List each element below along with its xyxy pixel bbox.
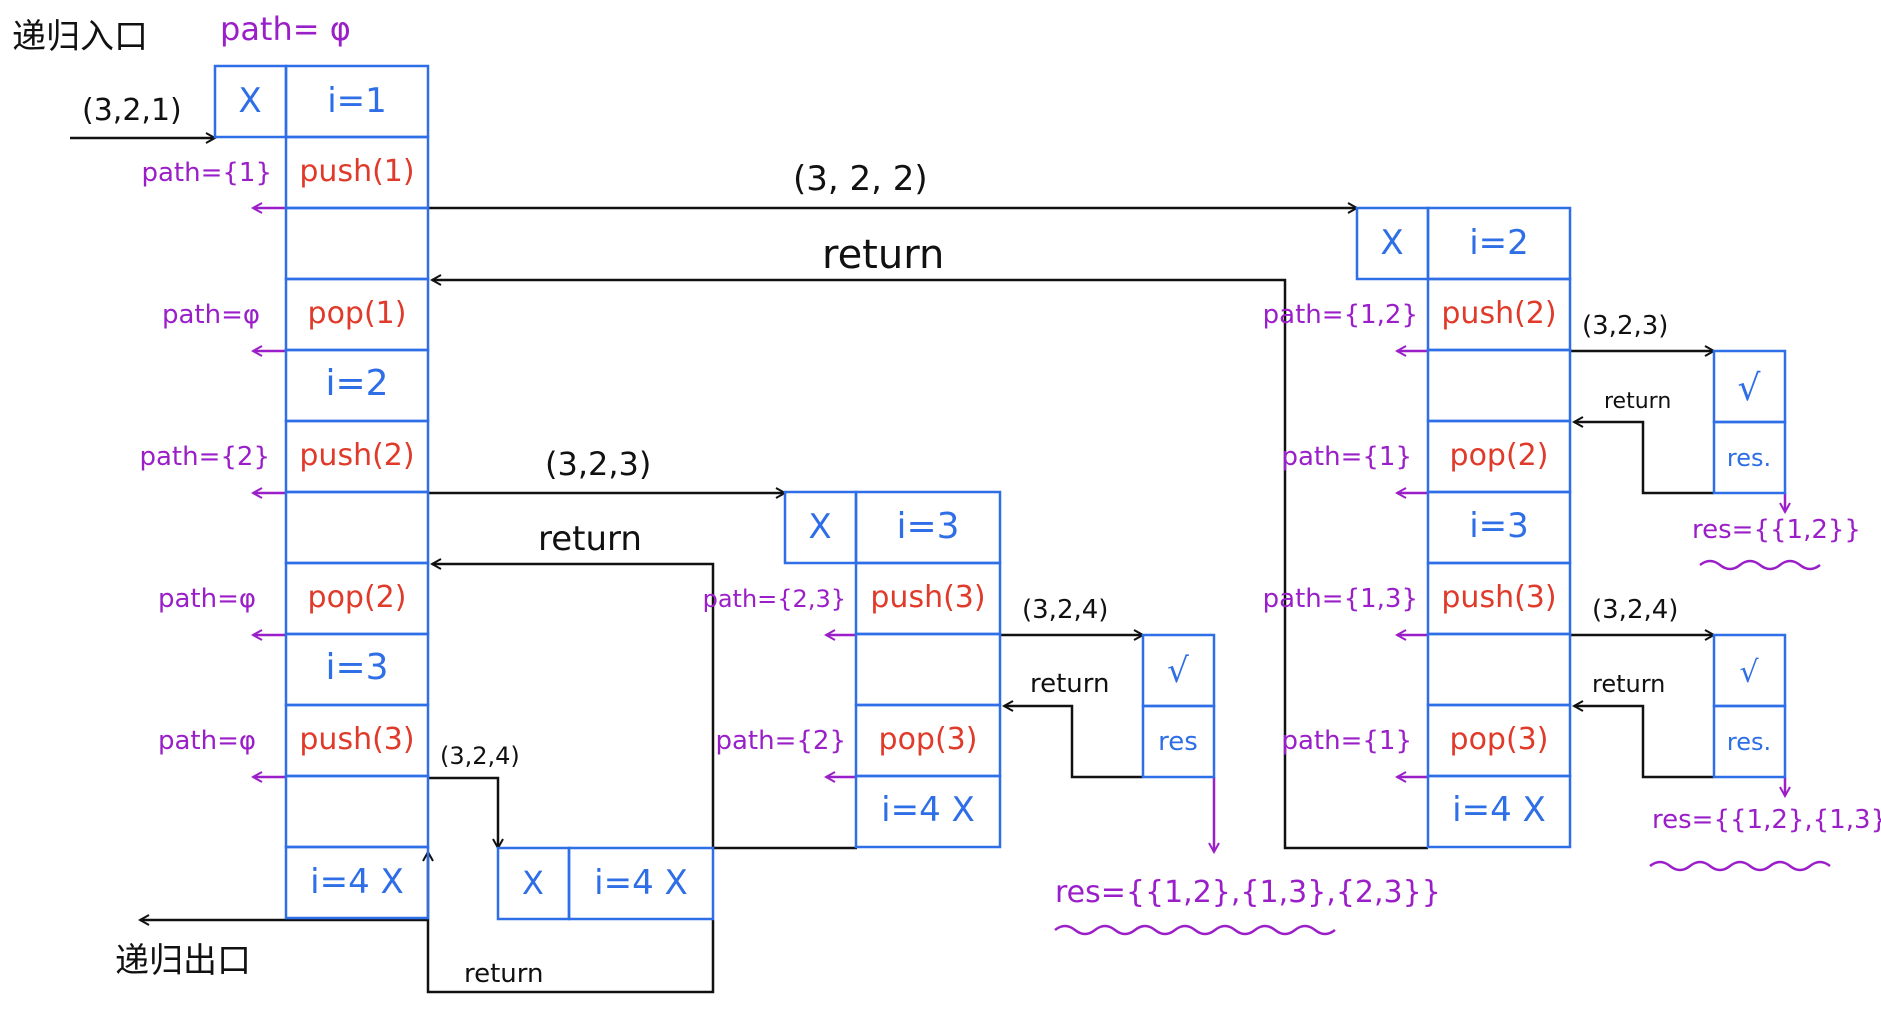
leaf-b-check: √ [1738, 368, 1761, 409]
return-arrow-124-from-122 [1574, 706, 1714, 779]
main-call-args: (3,2,1) [82, 93, 182, 128]
main-cell: pop(1) [308, 296, 407, 331]
f123-path-label: path={2} [715, 726, 846, 756]
f122-cell: i=4 X [1452, 790, 1546, 830]
return-arrow-123-from-122 [1574, 422, 1714, 495]
return-arrow-124-from-123 [1004, 706, 1143, 779]
exit-label: 递归出口 [115, 941, 251, 981]
leaf-c-check: √ [1739, 655, 1759, 690]
path-arrows [253, 208, 1831, 936]
main-path-label: path=φ [162, 300, 260, 330]
f122-path-label: path={1,2} [1263, 300, 1418, 330]
f123-header-mark: X [808, 507, 831, 547]
f124m-header-mark: X [522, 864, 544, 902]
f123-stack-cells [854, 561, 1002, 849]
leaf-a-call-args: (3,2,4) [1022, 595, 1108, 625]
leaf-c-res-box [1712, 704, 1787, 779]
return-arrow-124-main [428, 852, 715, 994]
f123-path-label: path={2,3} [703, 585, 846, 613]
leaf-b-res-box [1712, 420, 1787, 495]
f122-path-label: path={1} [1281, 726, 1412, 756]
main-cell: push(1) [299, 154, 414, 189]
f122-path-label: path={1,3} [1263, 584, 1418, 614]
f122-cell: i=3 [1469, 506, 1529, 546]
f123-cell: pop(3) [879, 722, 978, 757]
main-path-label: path=φ [158, 584, 256, 614]
leaf-b-return-label: return [1604, 389, 1671, 414]
leaf-c-call-args: (3,2,4) [1592, 595, 1678, 625]
f122-header-mark: X [1380, 223, 1403, 263]
leaf-a-result: res={{1,2},{1,3},{2,3}} [1055, 875, 1441, 910]
f122-cell: pop(2) [1450, 438, 1549, 473]
f122-cell: push(2) [1441, 296, 1556, 331]
res-underline [1649, 860, 1831, 872]
return-arrow-122 [432, 280, 1428, 850]
call-arrow-124-main [428, 776, 498, 848]
leaf-a-res-box [1141, 704, 1216, 779]
main-header-mark: X [238, 81, 261, 121]
f122-cell: pop(3) [1450, 722, 1549, 757]
f122-cell: push(3) [1441, 580, 1556, 615]
leaf-b-call-args: (3,2,3) [1582, 311, 1668, 341]
connector-lines [70, 138, 1714, 994]
f123-header: i=3 [896, 506, 959, 547]
res-underline [1054, 924, 1336, 936]
f123-return-label: return [538, 519, 642, 559]
return-arrow-123 [432, 564, 857, 850]
f124m-return-label: return [464, 959, 544, 989]
leaf-b-result: res={{1,2}} [1692, 515, 1861, 545]
main-cell: i=2 [325, 363, 388, 404]
leaf-c-res-cell: res. [1727, 728, 1771, 756]
main-cell: i=4 X [310, 862, 404, 902]
main-path-initial: path= φ [220, 10, 351, 48]
main-cell: push(3) [299, 722, 414, 757]
leaf-a-check: √ [1167, 651, 1189, 691]
leaf-b-res-cell: res. [1727, 444, 1771, 472]
f123-cell: i=4 X [881, 790, 975, 830]
f122-header: i=2 [1469, 223, 1529, 263]
leaf-a-return-label: return [1030, 669, 1110, 699]
f122-stack-cells [1426, 277, 1572, 849]
f123-call-args: (3,2,3) [545, 445, 651, 483]
main-cell: pop(2) [308, 580, 407, 615]
f122-call-args: (3, 2, 2) [793, 159, 928, 199]
f123-cell: push(3) [870, 580, 985, 615]
leaf-c-result: res={{1,2},{1,3}} [1652, 805, 1881, 835]
main-stack-cells [284, 135, 430, 920]
f122-path-label: path={1} [1281, 442, 1412, 472]
leaf-a-res-cell: res [1158, 727, 1198, 757]
main-path-label: path=φ [158, 726, 256, 756]
f122-return-label: return [822, 232, 944, 278]
res-underline [1699, 559, 1821, 571]
main-cell: push(2) [299, 438, 414, 473]
entry-label: 递归入口 [12, 17, 148, 57]
main-path-label: path={2} [139, 442, 270, 472]
main-header: i=1 [327, 81, 387, 121]
frame-boxes [213, 64, 1787, 921]
f124m-header-box [567, 846, 715, 921]
f124m-call-args: (3,2,4) [440, 742, 520, 770]
main-cell: i=3 [325, 647, 388, 688]
f124m-header: i=4 X [594, 863, 688, 903]
leaf-c-return-label: return [1592, 670, 1665, 698]
main-path-label: path={1} [141, 158, 272, 188]
